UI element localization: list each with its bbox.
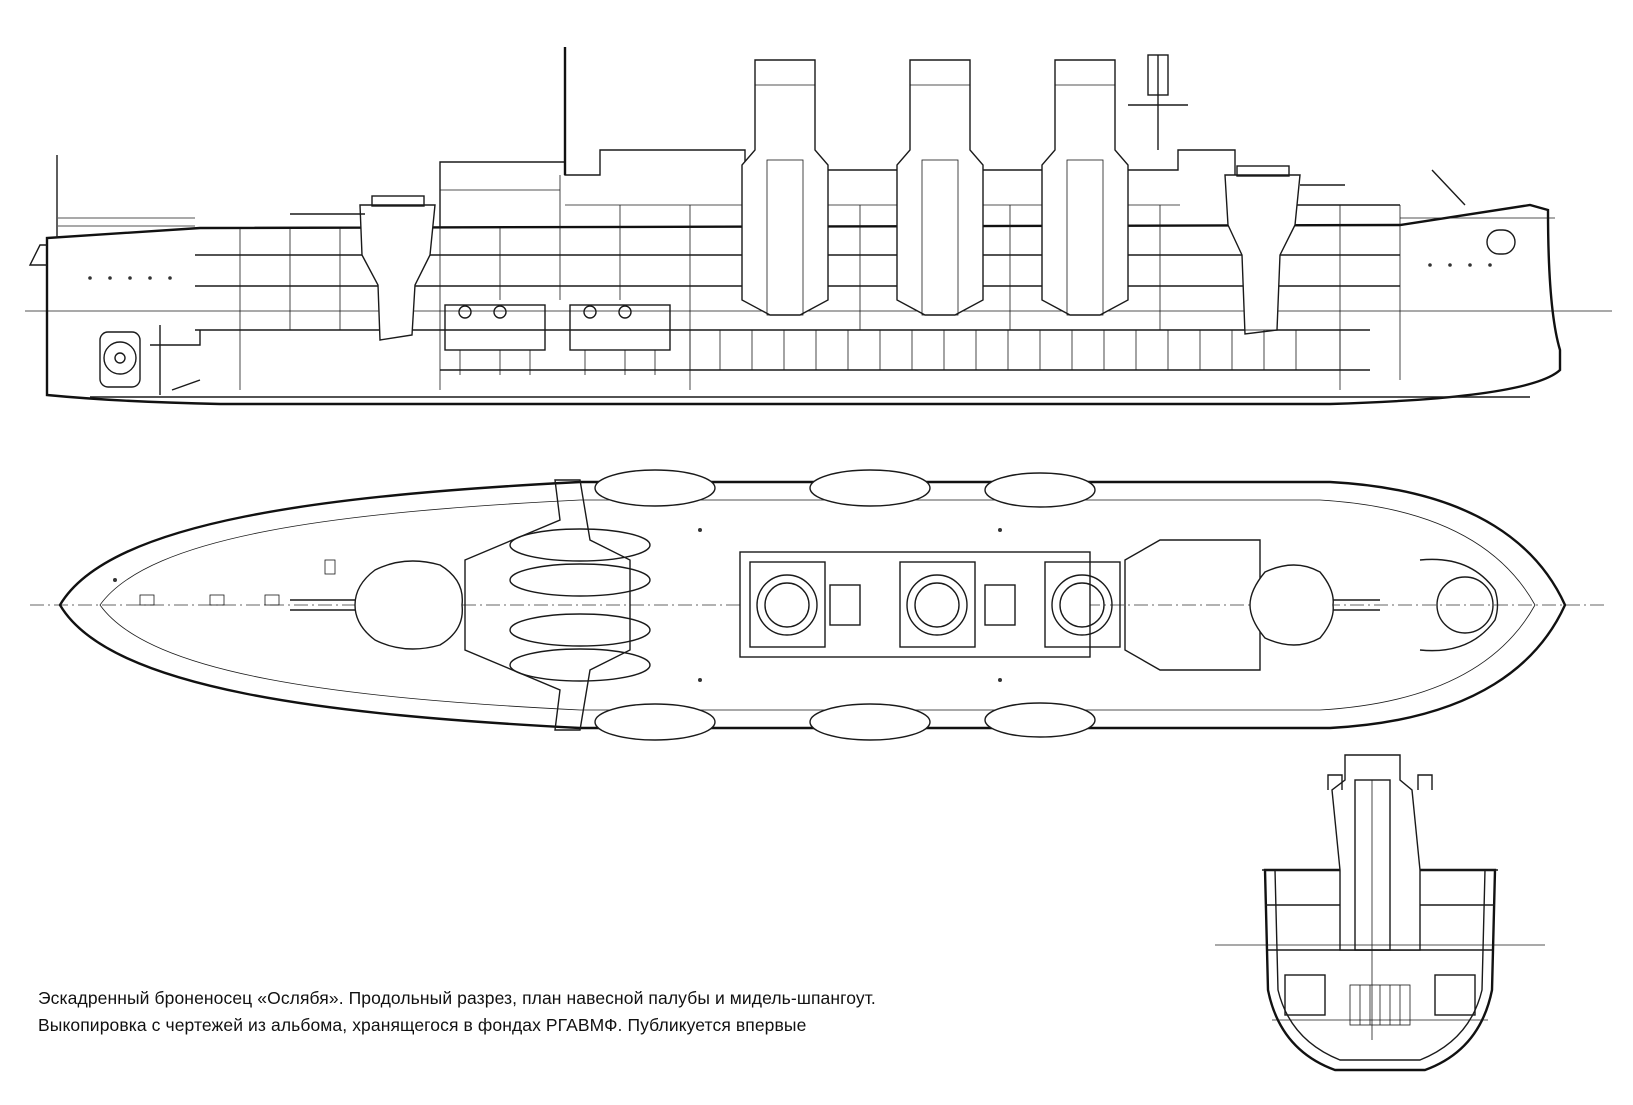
funnel-middle	[896, 59, 984, 316]
figure-caption: Эскадренный броненосец «Ослябя». Продоль…	[38, 985, 1038, 1039]
boiler-compartments	[689, 329, 1341, 371]
funnel-aft	[741, 59, 829, 316]
midship-section	[1215, 754, 1545, 1072]
engines	[444, 304, 671, 375]
caption-line-2: Выкопировка с чертежей из альбома, храня…	[38, 1015, 807, 1035]
aft-turret-section	[290, 195, 436, 341]
boats	[509, 469, 1096, 741]
funnel-forward	[1041, 59, 1129, 316]
aft-turret-plan	[290, 560, 464, 650]
deck-plan	[30, 469, 1605, 741]
forward-turret-plan	[1249, 564, 1380, 646]
forward-turret-section	[1224, 165, 1345, 335]
funnel-casings-plan	[739, 551, 1121, 658]
portholes	[88, 263, 1492, 280]
deck-fittings	[113, 528, 1002, 682]
longitudinal-section	[25, 47, 1612, 406]
frame-lines	[239, 175, 1401, 390]
caption-line-1: Эскадренный броненосец «Ослябя». Продоль…	[38, 988, 876, 1008]
